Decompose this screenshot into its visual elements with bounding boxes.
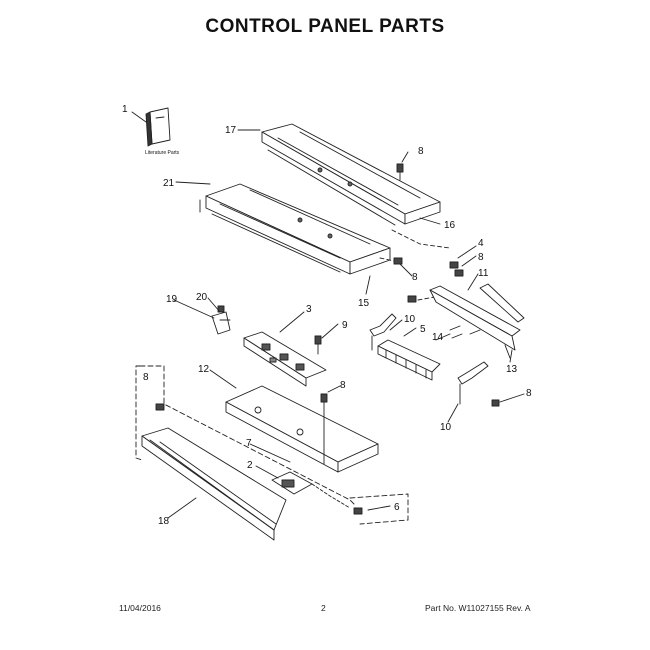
callout-8: 8 — [412, 272, 418, 283]
callout-4: 4 — [478, 238, 484, 249]
literature-parts-label: Literature Parts — [145, 150, 180, 156]
callout-10: 10 — [440, 422, 452, 433]
callout-20: 20 — [196, 292, 208, 303]
callout-18: 18 — [158, 516, 170, 527]
clip-part — [211, 305, 231, 335]
callout-17: 17 — [225, 125, 237, 136]
user-interface-board — [271, 471, 351, 509]
callout-12: 12 — [198, 364, 210, 375]
footer-part-number: Part No. W11027155 Rev. A — [425, 603, 531, 613]
right-mounting-bracket — [429, 283, 525, 359]
side-bracket-right — [457, 361, 500, 407]
callout-7: 7 — [246, 438, 252, 449]
callout-13: 13 — [506, 364, 518, 375]
callout-19: 19 — [166, 294, 178, 305]
callout-3: 3 — [306, 304, 312, 315]
callout-10: 10 — [404, 314, 416, 325]
callout-labels: 1 17 8 21 16 4 8 8 11 15 19 20 3 9 10 5 … — [122, 104, 532, 527]
top-panel-lower — [199, 183, 391, 275]
top-panel-upper — [261, 123, 441, 226]
control-panel-housing — [225, 385, 379, 473]
callout-8: 8 — [418, 146, 424, 157]
callout-16: 16 — [444, 220, 456, 231]
footer-page-number: 2 — [321, 603, 326, 613]
page-title: CONTROL PANEL PARTS — [205, 16, 445, 37]
callout-1: 1 — [122, 104, 128, 115]
callout-8: 8 — [478, 252, 484, 263]
callout-21: 21 — [163, 178, 175, 189]
footer-date: 11/04/2016 — [119, 603, 161, 613]
literature-parts-booklet — [145, 107, 171, 147]
callout-8: 8 — [340, 380, 346, 391]
callout-6: 6 — [394, 502, 400, 513]
screw-icon-9 — [314, 335, 322, 355]
callout-9: 9 — [342, 320, 348, 331]
callout-5: 5 — [420, 324, 426, 335]
callout-2: 2 — [247, 460, 253, 471]
terminal-block — [377, 339, 441, 381]
screw-icon-top — [396, 163, 404, 181]
control-board — [243, 331, 327, 387]
callout-11: 11 — [478, 268, 489, 279]
small-clips — [449, 325, 481, 339]
callout-8: 8 — [143, 372, 149, 383]
front-control-panel — [141, 427, 287, 541]
callout-14: 14 — [432, 332, 444, 343]
side-bracket-left — [369, 313, 397, 351]
callout-15: 15 — [358, 298, 370, 309]
callout-8: 8 — [526, 388, 532, 399]
